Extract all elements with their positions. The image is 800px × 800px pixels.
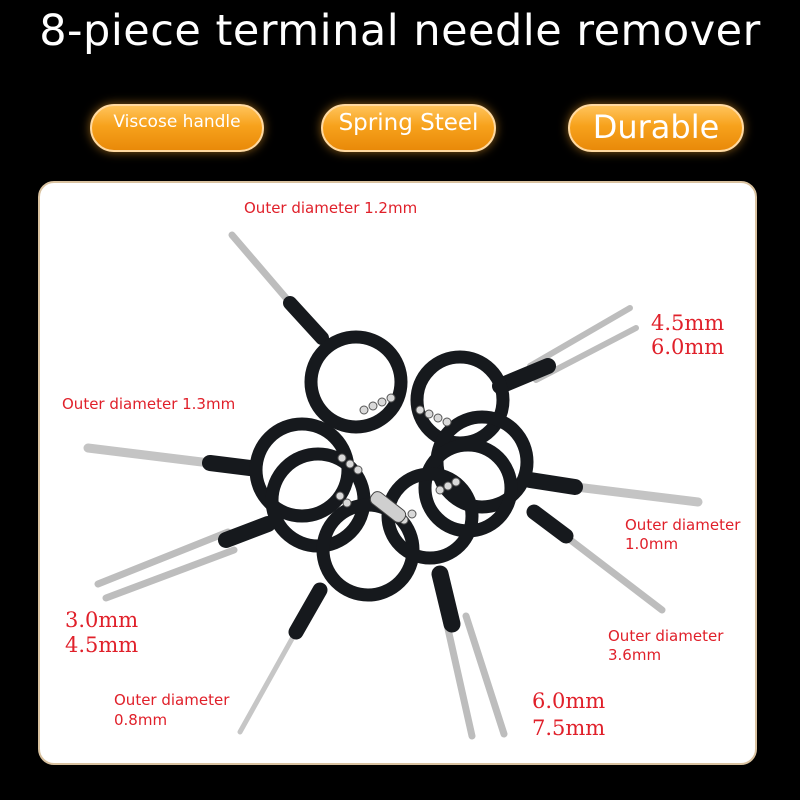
label-outer-diameter-1-3mm: Outer diameter 1.3mm (62, 395, 236, 413)
badge-durable: Durable (568, 104, 744, 152)
label-fork-6-0mm-bottom: 6.0mm (532, 689, 606, 713)
label-outer-diameter-3-6mm-line2: 3.6mm (608, 646, 662, 664)
bead-chain (335, 393, 461, 525)
badge-viscose-handle: Viscose handle (90, 104, 264, 152)
label-outer-diameter-0-8mm-line2: 0.8mm (114, 711, 168, 729)
tool-needle-1-3mm (83, 417, 355, 523)
label-fork-4-5mm: 4.5mm (651, 311, 725, 335)
tool-needle-1-0mm (430, 410, 703, 514)
badge-viscose-handle-label: Viscose handle (113, 112, 241, 132)
label-outer-diameter-1-2mm: Outer diameter 1.2mm (244, 199, 418, 217)
product-panel (38, 181, 757, 765)
label-fork-3-0mm: 3.0mm (65, 608, 139, 632)
label-outer-diameter-0-8mm-line1: Outer diameter (114, 691, 230, 709)
tool-needle-1-2mm (228, 231, 408, 434)
badge-spring-steel-label: Spring Steel (338, 110, 479, 136)
page-title: 8-piece terminal needle remover (39, 6, 761, 56)
tool-needle-0-8mm (237, 498, 420, 735)
badge-durable-label: Durable (592, 108, 720, 146)
label-fork-4-5mm-lower: 4.5mm (65, 633, 139, 657)
label-fork-6-0mm: 6.0mm (651, 335, 725, 359)
badge-spring-steel: Spring Steel (321, 104, 496, 152)
label-fork-7-5mm: 7.5mm (532, 716, 606, 740)
label-outer-diameter-1-0mm-line2: 1.0mm (625, 535, 679, 553)
label-outer-diameter-1-0mm-line1: Outer diameter (625, 516, 741, 534)
label-outer-diameter-3-6mm-line1: Outer diameter (608, 627, 724, 645)
